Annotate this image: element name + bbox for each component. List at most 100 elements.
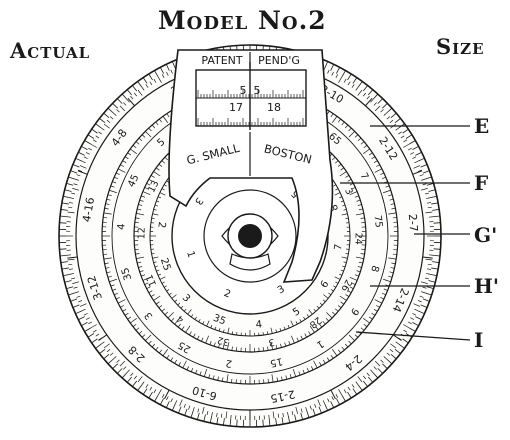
ring-f-tick	[337, 163, 342, 167]
ring-e-tick	[145, 131, 152, 138]
knurl-tooth	[107, 358, 114, 365]
outer-scale-tick	[427, 206, 432, 209]
ring-e-tick	[231, 378, 233, 383]
outer-scale-tick	[106, 349, 111, 353]
outer-scale-tick	[400, 135, 405, 139]
cursor-pending-label: PEND'G	[258, 54, 300, 67]
knurl-tooth	[428, 189, 436, 192]
outer-scale-tick	[417, 300, 422, 303]
ring-g-tick	[342, 204, 346, 207]
ring-e-tick	[212, 375, 215, 380]
ring-e-tick	[112, 288, 117, 291]
ring-g-tick	[154, 204, 158, 207]
knurl-tooth	[412, 322, 419, 327]
ring-f-tick	[174, 320, 178, 325]
ring-g-tick	[163, 285, 167, 288]
ring-f-tick	[144, 282, 149, 285]
outer-scale-tick	[145, 384, 149, 388]
outer-scale-tick	[426, 268, 431, 270]
ring-e-tick	[388, 257, 397, 260]
ring-e-tick	[105, 203, 110, 205]
outer-scale-tick	[78, 300, 83, 303]
knurl-tooth	[429, 195, 437, 199]
ring-e-tick	[217, 376, 219, 381]
ring-f-tick	[300, 335, 303, 340]
ring-e-tick	[132, 323, 137, 327]
ring-f-tick	[139, 270, 144, 273]
knurl-tooth	[112, 103, 118, 109]
ring-f-tick	[356, 270, 361, 273]
ring-g-tick	[319, 302, 323, 306]
outer-scale-tick	[373, 102, 377, 106]
outer-scale-tick	[282, 412, 284, 417]
knurl-tooth	[64, 280, 72, 283]
ring-e-tick	[380, 296, 385, 300]
ring-g-tick	[177, 302, 181, 306]
knurl-tooth	[417, 310, 425, 315]
knurl-tooth	[154, 70, 159, 77]
outer-scale-tick	[343, 78, 347, 83]
knurl-tooth	[420, 164, 428, 168]
knurl-tooth	[126, 89, 133, 96]
ring-g-tick	[227, 327, 230, 334]
inner-ring-label: 8	[329, 203, 341, 213]
ring-f-label: 3	[267, 336, 275, 348]
knurl-tooth	[398, 343, 405, 349]
outer-scale-tick	[422, 286, 427, 289]
outer-scale-tick	[72, 281, 80, 284]
ring-e-tick	[267, 378, 269, 383]
ring-f-tick	[358, 208, 363, 211]
ring-f-tick	[177, 323, 181, 328]
ring-g-tick	[335, 188, 339, 191]
ring-f-tick	[340, 167, 345, 171]
ring-f-tick	[144, 187, 149, 190]
knurl-tooth	[415, 316, 422, 321]
knurl-tooth	[91, 128, 98, 134]
ring-f-tick	[150, 175, 155, 178]
ring-e-tick	[114, 176, 118, 180]
ring-e-tick	[348, 340, 352, 345]
ring-g-tick	[151, 252, 155, 255]
ring-g-tick	[343, 209, 347, 211]
ring-g-tick	[153, 209, 157, 211]
ring-e-tick	[155, 346, 159, 351]
ring-e-tick	[392, 253, 397, 255]
outer-scale-tick	[327, 398, 330, 403]
ring-g-tick	[340, 269, 344, 272]
center-pivot-hole[interactable]	[238, 224, 262, 248]
outer-segment-divider	[412, 170, 423, 175]
knurl-tooth	[99, 118, 106, 124]
ring-e-tick	[306, 368, 310, 372]
ring-g-tick	[231, 331, 234, 335]
ring-f-tick	[189, 331, 192, 336]
outer-scale-tick	[133, 92, 137, 97]
outer-scale-tick	[422, 183, 427, 186]
outer-segment-divider	[98, 334, 108, 341]
outer-scale-tick	[95, 135, 100, 139]
ring-e-tick	[155, 121, 159, 126]
knurl-tooth	[95, 343, 102, 349]
outer-scale-tick	[76, 174, 81, 177]
outer-scale-tick	[225, 411, 228, 419]
ring-e-tick	[348, 334, 355, 341]
outer-ring-label: 2-7	[406, 213, 420, 232]
ring-f-tick	[227, 341, 230, 350]
ring-e-tick	[203, 369, 208, 377]
ring-e-tick	[376, 305, 380, 308]
ring-g-tick	[341, 256, 348, 259]
ring-g-tick	[316, 305, 320, 309]
ring-e-label: 9	[348, 306, 361, 318]
ring-f-tick	[158, 163, 163, 167]
ring-e-tick	[310, 366, 314, 371]
ring-g-tick	[339, 196, 343, 199]
outer-scale-tick	[380, 359, 384, 363]
caption-size: Size	[436, 34, 485, 59]
knurl-tooth	[137, 81, 143, 88]
ring-e-tick	[105, 267, 110, 269]
ring-e-tick	[127, 316, 132, 320]
knurl-tooth	[300, 412, 304, 420]
ring-f-tick	[360, 253, 365, 255]
ring-e-tick	[326, 110, 330, 115]
cursor-window-ticks	[197, 90, 307, 126]
inner-ring-label: 25	[158, 257, 172, 273]
